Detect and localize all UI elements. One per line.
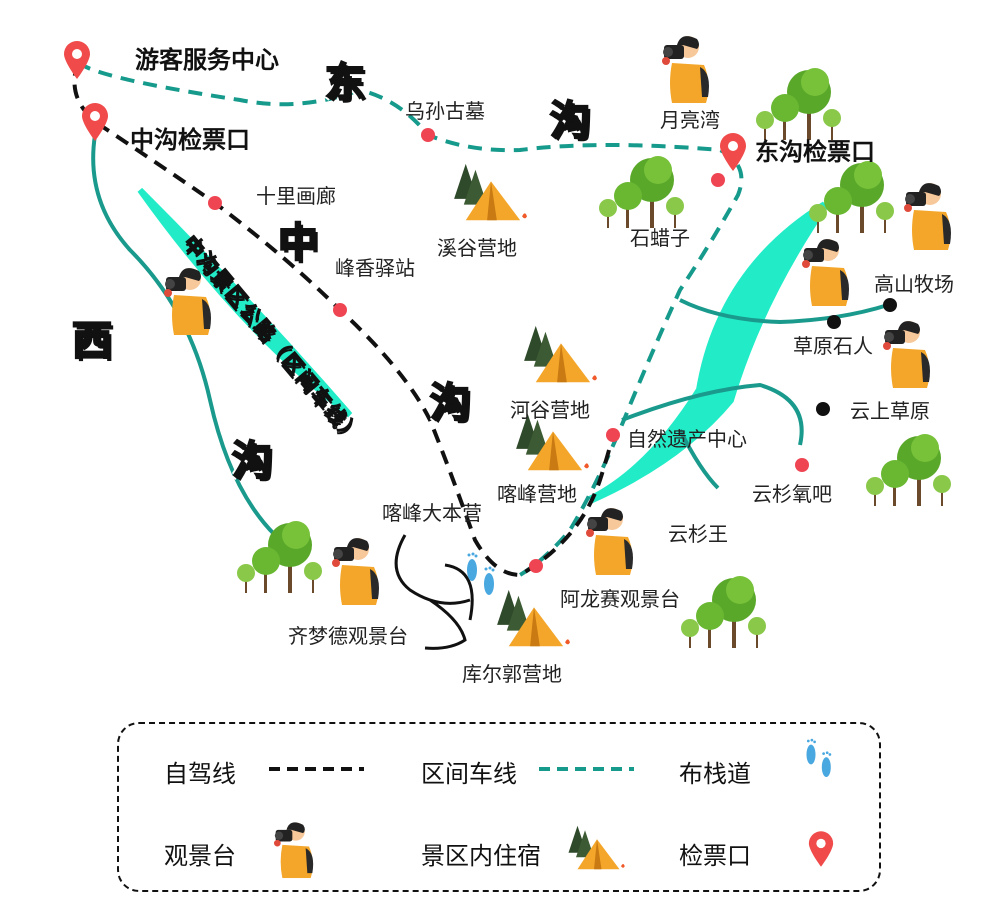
trees-icon <box>237 521 322 593</box>
tent-icon <box>524 325 597 383</box>
footprints-icon <box>802 736 838 782</box>
dot-fengxiang[interactable] <box>333 303 347 317</box>
viewpoint-icon <box>904 183 951 250</box>
tent-icon <box>567 822 627 876</box>
place-gaoshan[interactable]: 高山牧场 <box>874 272 954 296</box>
place-qimengde[interactable]: 齐梦德观景台 <box>288 624 408 648</box>
valley-dong: 东 <box>324 59 366 107</box>
river-branch <box>678 429 720 490</box>
valley-xi: 西 <box>71 317 113 365</box>
trees-icon <box>809 161 894 233</box>
trees-icon <box>866 434 951 506</box>
place-yunshanwang[interactable]: 云杉王 <box>668 522 728 546</box>
viewpoint-icon <box>802 239 849 306</box>
pin-icon[interactable] <box>64 41 90 79</box>
valley-zhong: 中 <box>277 219 319 267</box>
stream-qimengde <box>394 534 474 650</box>
place-ziran[interactable]: 自然遗产中心 <box>627 427 747 451</box>
dot-wusun[interactable] <box>421 128 435 142</box>
tent-icon <box>454 163 527 221</box>
place-along[interactable]: 阿龙赛观景台 <box>560 587 680 611</box>
valley-zhong-gou: 沟 <box>429 379 471 427</box>
dot-yunshang[interactable] <box>816 402 830 416</box>
trees-icon <box>681 576 766 648</box>
viewpoint-icon <box>586 508 633 575</box>
legend-viewpoint: 观景台 <box>164 842 236 870</box>
place-wusun[interactable]: 乌孙古墓 <box>405 99 485 123</box>
place-yunshang[interactable]: 云上草原 <box>850 399 930 423</box>
place-hegu[interactable]: 河谷营地 <box>510 398 590 422</box>
place-kafeng-base[interactable]: 喀峰大本营 <box>382 501 482 525</box>
place-yueliangwan[interactable]: 月亮湾 <box>660 108 720 132</box>
pin-icon[interactable] <box>82 103 108 141</box>
gate-donggou[interactable]: 东沟检票口 <box>755 138 875 166</box>
self-drive-line <box>72 61 615 578</box>
viewpoint-icon <box>662 36 709 103</box>
viewpoint-icon <box>269 819 319 879</box>
pin-icon[interactable] <box>720 133 746 171</box>
legend: 自驾线 区间车线 布栈道 观景台 景区内住宿 检票口 <box>117 722 881 892</box>
dot-caoyuan[interactable] <box>827 315 841 329</box>
trees-icon <box>756 68 841 140</box>
place-shilazi[interactable]: 石蜡子 <box>630 226 690 250</box>
dot-shilihualang[interactable] <box>208 196 222 210</box>
legend-self-drive: 自驾线 <box>164 760 236 788</box>
valley-dong-gou: 沟 <box>549 97 591 145</box>
gate-zhonggou[interactable]: 中沟检票口 <box>130 126 250 154</box>
legend-shuttle-line <box>539 767 634 771</box>
gate-visitor-center[interactable]: 游客服务中心 <box>135 46 279 74</box>
legend-lodging: 景区内住宿 <box>421 842 541 870</box>
place-kafeng-camp[interactable]: 喀峰营地 <box>497 482 577 506</box>
dot-shilazi[interactable] <box>711 173 725 187</box>
legend-self-drive-line <box>269 767 364 771</box>
dot-along[interactable] <box>529 559 543 573</box>
trees-icon <box>599 156 684 228</box>
place-yunshan-oxygen[interactable]: 云杉氧吧 <box>752 482 832 506</box>
legend-shuttle: 区间车线 <box>421 760 517 788</box>
valley-xi-gou: 沟 <box>231 437 273 485</box>
place-caoyuan-shiren[interactable]: 草原石人 <box>793 334 873 358</box>
place-fengxiang[interactable]: 峰香驿站 <box>335 256 415 280</box>
tent-icon <box>497 589 570 647</box>
legend-boardwalk: 布栈道 <box>679 760 751 788</box>
river-east-lower <box>621 382 804 446</box>
place-shilihualang[interactable]: 十里画廊 <box>256 184 336 208</box>
viewpoint-icon <box>332 538 379 605</box>
dot-yunshan-oxygen[interactable] <box>795 458 809 472</box>
place-xigu[interactable]: 溪谷营地 <box>437 236 517 260</box>
pin-icon <box>807 830 835 868</box>
viewpoint-icon <box>883 321 930 388</box>
river-east-upper <box>679 298 889 325</box>
dot-ziran[interactable] <box>606 428 620 442</box>
stream-west <box>137 187 353 418</box>
place-kuerguo[interactable]: 库尔郭营地 <box>462 662 562 686</box>
legend-ticket-gate: 检票口 <box>679 842 751 870</box>
dot-gaoshan[interactable] <box>883 298 897 312</box>
